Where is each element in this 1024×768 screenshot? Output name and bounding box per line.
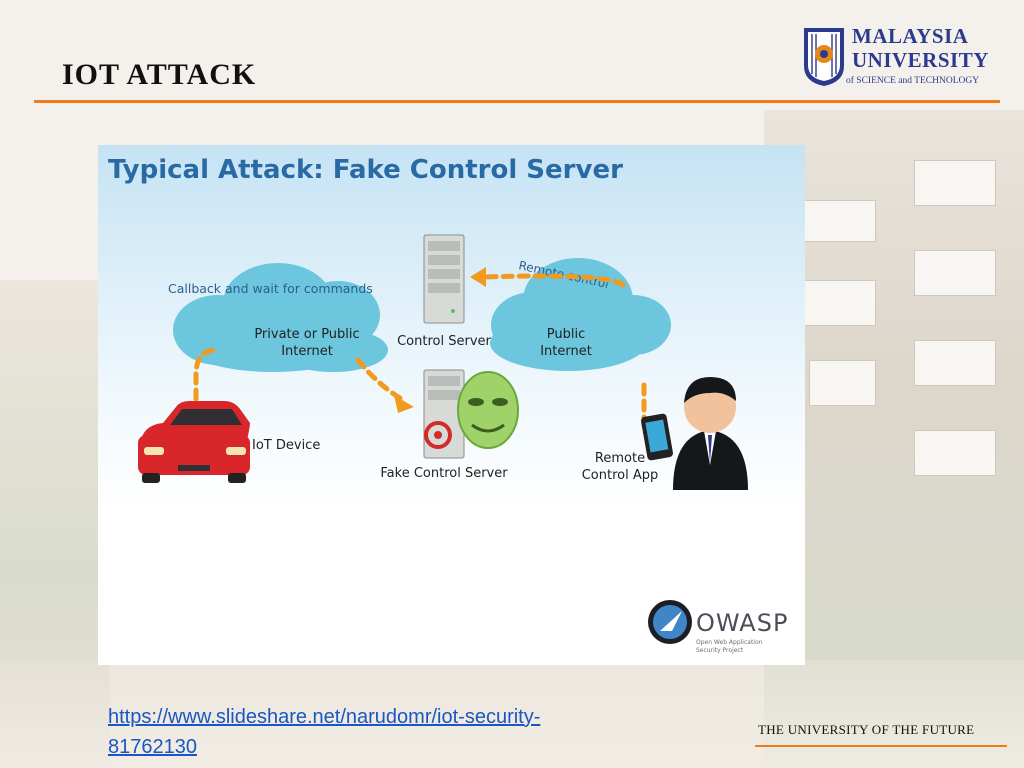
arrowheads — [394, 267, 486, 413]
car-icon — [138, 401, 250, 483]
private-internet-label-1: Private or Public — [254, 327, 359, 342]
fake-control-server-icon — [423, 369, 519, 459]
title-divider — [34, 100, 1000, 103]
iot-device-label: IoT Device — [252, 438, 320, 453]
attack-diagram: Typical Attack: Fake Control Server Call… — [108, 155, 788, 654]
background-campus-building — [764, 110, 1024, 768]
remote-user-icon — [641, 377, 748, 490]
public-internet-label-2: Internet — [540, 344, 592, 359]
fake-control-server-label: Fake Control Server — [380, 466, 508, 481]
background-bottom-scenery — [0, 660, 1024, 768]
remote-app-label-2: Control App — [582, 468, 659, 483]
page-title: IOT ATTACK — [62, 58, 257, 91]
owasp-name: OWASP — [696, 609, 788, 637]
logo-text-line2: UNIVERSITY — [852, 48, 989, 72]
callback-label: Callback and wait for commands — [168, 281, 373, 296]
university-logo: MALAYSIA UNIVERSITY of SCIENCE and TECHN… — [800, 24, 1002, 90]
private-internet-label-2: Internet — [281, 344, 333, 359]
university-tagline: THE UNIVERSITY OF THE FUTURE — [758, 722, 975, 737]
control-server-label: Control Server — [397, 334, 491, 349]
owasp-subtitle-2: Security Project — [696, 647, 744, 654]
control-server-icon — [423, 234, 465, 324]
logo-text-line3: of SCIENCE and TECHNOLOGY — [846, 76, 980, 86]
diagram-heading: Typical Attack: Fake Control Server — [108, 155, 623, 185]
remote-app-label-1: Remote — [595, 451, 645, 466]
owasp-logo — [648, 600, 692, 644]
source-link[interactable]: https://www.slideshare.net/narudomr/iot-… — [108, 706, 541, 758]
logo-text-line1: MALAYSIA — [852, 24, 969, 48]
attack-diagram-image: Typical Attack: Fake Control Server Call… — [98, 145, 805, 665]
tagline-divider — [755, 745, 1007, 747]
owasp-subtitle-1: Open Web Application — [696, 639, 763, 646]
public-internet-label-1: Public — [547, 327, 585, 342]
university-seal-icon — [804, 28, 844, 86]
private-internet-cloud — [173, 263, 388, 372]
